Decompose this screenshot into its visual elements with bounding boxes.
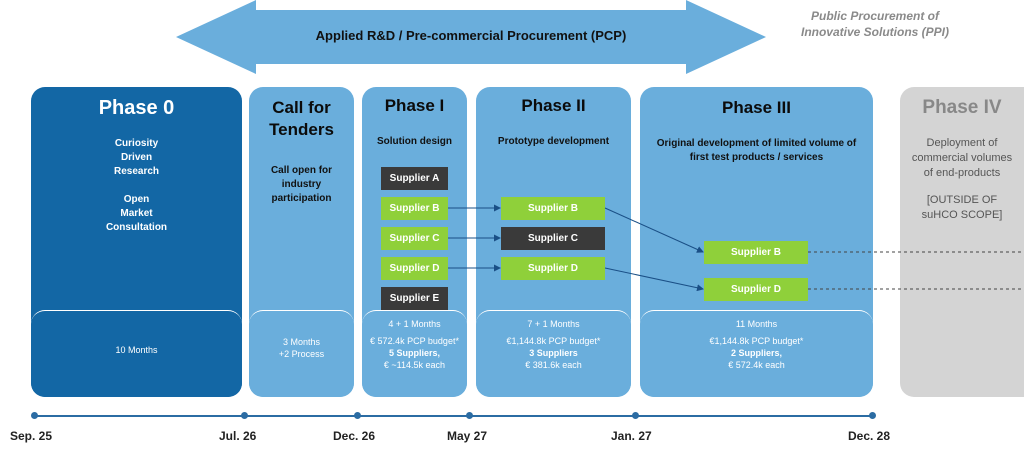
phase-2-supplier-b: Supplier B [501, 197, 605, 220]
phase-3-subtitle: Original development of limited volume o… [640, 137, 873, 165]
timeline-label-jul26: Jul. 26 [219, 429, 257, 443]
pcp-arrow-label: Applied R&D / Pre-commercial Procurement… [315, 28, 627, 43]
phase-1-supplier-a: Supplier A [381, 167, 448, 190]
timeline-label-jan27: Jan. 27 [611, 429, 652, 443]
call-line: Call open for [270, 165, 333, 176]
timeline-label-dec28: Dec. 28 [848, 429, 891, 443]
phase-2-amount-each: € 381.6k each [525, 360, 582, 370]
connector-b-2-3 [604, 207, 704, 253]
phase-2-title: Phase II [521, 96, 586, 115]
phase-4-line: commercial volumes [911, 152, 1013, 164]
timeline-label-sep25: Sep. 25 [10, 429, 53, 443]
phase-0-line: Curiosity [114, 138, 159, 149]
call-title: Call for Tenders [249, 97, 354, 141]
phase-1-supplier-c: Supplier C [381, 227, 448, 250]
ppi-label: Public Procurement of Innovative Solutio… [770, 8, 980, 40]
phase-0-line: Driven [120, 152, 153, 163]
ppi-label-line2: Innovative Solutions (PPI) [800, 25, 949, 39]
timeline-dot [241, 412, 248, 419]
phase-4-description: Deployment of commercial volumes of end-… [900, 136, 1024, 223]
call-process: +2 Process [278, 349, 325, 359]
phase-4-line: of end-products [923, 167, 1001, 179]
phase-0-duration: 10 Months [115, 345, 158, 355]
call-for-tenders-card: Call for Tenders Call open for industry … [249, 87, 354, 397]
timeline-dot [31, 412, 38, 419]
phase-0-title: Phase 0 [98, 97, 175, 119]
pcp-arrow [176, 0, 766, 74]
call-line: industry [281, 179, 322, 190]
phase-1-amount-each: € ~114.5k each [383, 360, 446, 370]
phase-4-line: Deployment of [926, 137, 998, 149]
phase-1-duration: 4 + 1 Months [388, 319, 441, 329]
phase-3-title: Phase III [722, 98, 791, 117]
phase-1-subtitle: Solution design [377, 136, 452, 147]
timeline-label-may27: May 27 [447, 429, 488, 443]
timeline-dot [869, 412, 876, 419]
connector-d-2-3 [604, 267, 704, 292]
phase-0-line: Open [123, 194, 150, 205]
call-title-line2: Tenders [269, 120, 334, 139]
phase-2-supplier-c: Supplier C [501, 227, 605, 250]
phase-0-line: Research [113, 166, 160, 177]
call-duration: 3 Months [282, 337, 321, 347]
phase-4-line: suHCO SCOPE] [921, 209, 1003, 221]
timeline-label-dec26: Dec. 26 [333, 429, 376, 443]
call-duration-panel: 3 Months +2 Process [249, 310, 354, 397]
phase-2-budget: €1,144.8k PCP budget* [506, 336, 601, 346]
timeline-dot [354, 412, 361, 419]
phase-2-duration: 7 + 1 Months [527, 319, 580, 329]
phase-3-budget-panel: 11 Months €1,144.8k PCP budget* 2 Suppli… [640, 310, 873, 397]
phase-3-duration: 11 Months [735, 319, 778, 329]
phase-3-subtitle-line: Original development of limited volume o… [656, 138, 857, 149]
phase-4-card: Phase IV Deployment of commercial volume… [900, 87, 1024, 397]
phase-3-budget: €1,144.8k PCP budget* [709, 336, 804, 346]
phase-0-card: Phase 0 Curiosity Driven Research Open M… [31, 87, 242, 397]
timeline-dot [632, 412, 639, 419]
phase-1-budget: € 572.4k PCP budget* [370, 336, 459, 346]
phase-1-card: Phase I Solution design 4 + 1 Months € 5… [362, 87, 467, 397]
phase-3-supplier-d: Supplier D [704, 278, 808, 301]
call-description: Call open for industry participation [249, 164, 354, 206]
phase-2-subtitle: Prototype development [497, 136, 610, 147]
phase-1-title: Phase I [384, 96, 445, 115]
phase-1-budget-panel: 4 + 1 Months € 572.4k PCP budget* 5 Supp… [362, 310, 467, 397]
phase-0-duration-panel: 10 Months [31, 310, 242, 397]
phase-2-budget-panel: 7 + 1 Months €1,144.8k PCP budget* 3 Sup… [476, 310, 631, 397]
phase-2-supplier-d: Supplier D [501, 257, 605, 280]
phase-0-description: Curiosity Driven Research Open Market Co… [31, 137, 242, 235]
phase-4-title: Phase IV [922, 97, 1002, 118]
phase-1-suppliers-count: 5 Suppliers, [388, 348, 441, 358]
phase-2-suppliers-count: 3 Suppliers [529, 348, 578, 358]
ppi-label-line1: Public Procurement of [810, 9, 940, 23]
phase-0-line: Market [120, 208, 153, 219]
phase-1-supplier-b: Supplier B [381, 197, 448, 220]
call-line: participation [271, 193, 332, 204]
phase-3-subtitle-line: first test products / services [689, 152, 824, 163]
phase-4-line: [OUTSIDE OF [926, 194, 998, 206]
phase-0-line: Consultation [105, 222, 168, 233]
call-title-line1: Call for [272, 98, 331, 117]
timeline-dot [466, 412, 473, 419]
phase-3-suppliers-count: 2 Suppliers, [730, 348, 783, 358]
phase-3-supplier-b: Supplier B [704, 241, 808, 264]
phase-1-supplier-d: Supplier D [381, 257, 448, 280]
phase-3-amount-each: € 572.4k each [728, 360, 785, 370]
phase-1-supplier-e: Supplier E [381, 287, 448, 310]
